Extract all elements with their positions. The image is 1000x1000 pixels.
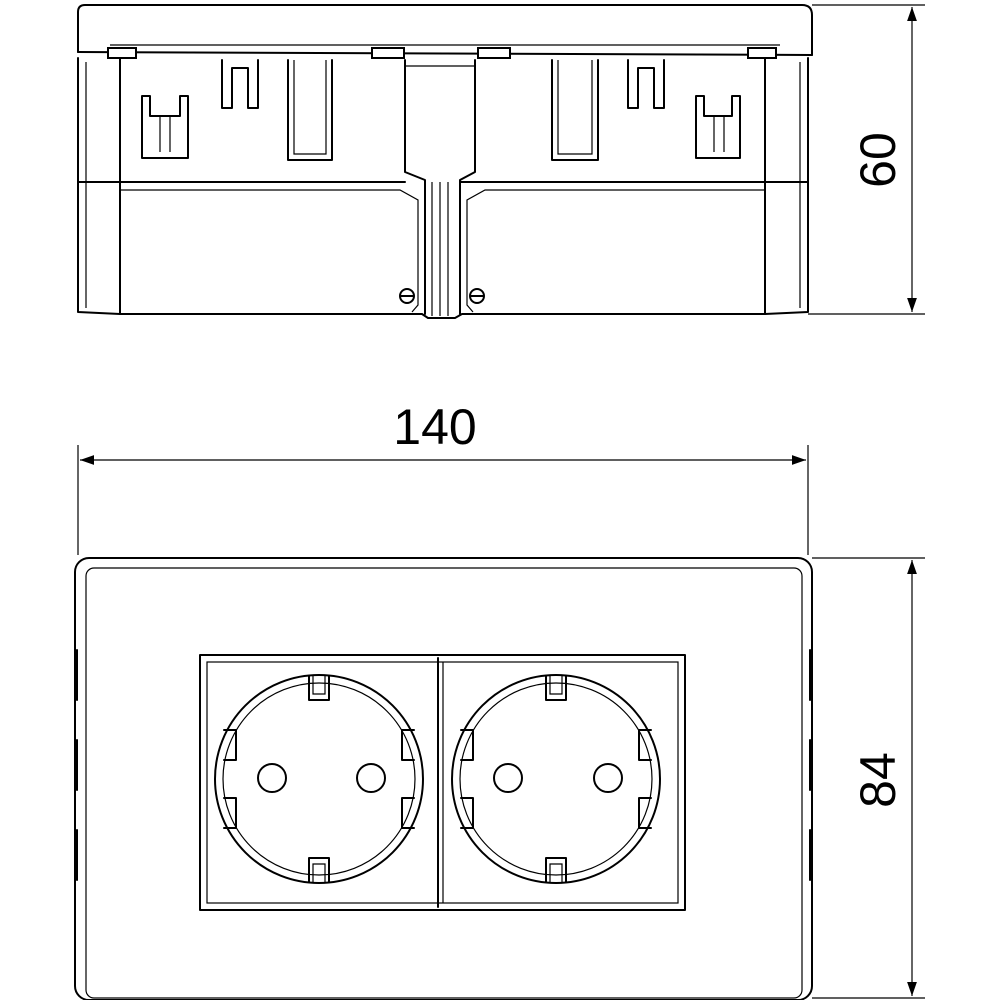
dimension-label-60: 60 <box>850 132 906 188</box>
side-rib-marks <box>76 649 811 881</box>
socket-left <box>214 674 424 884</box>
front-view <box>74 557 813 1000</box>
dimension-label-84: 84 <box>850 752 906 808</box>
dimension-label-140: 140 <box>393 399 476 455</box>
dimension-height-side: 60 <box>808 4 925 315</box>
dimension-width: 140 <box>77 399 809 555</box>
dimension-height-front: 84 <box>812 557 925 999</box>
side-view <box>77 4 813 319</box>
socket-right <box>451 674 661 884</box>
